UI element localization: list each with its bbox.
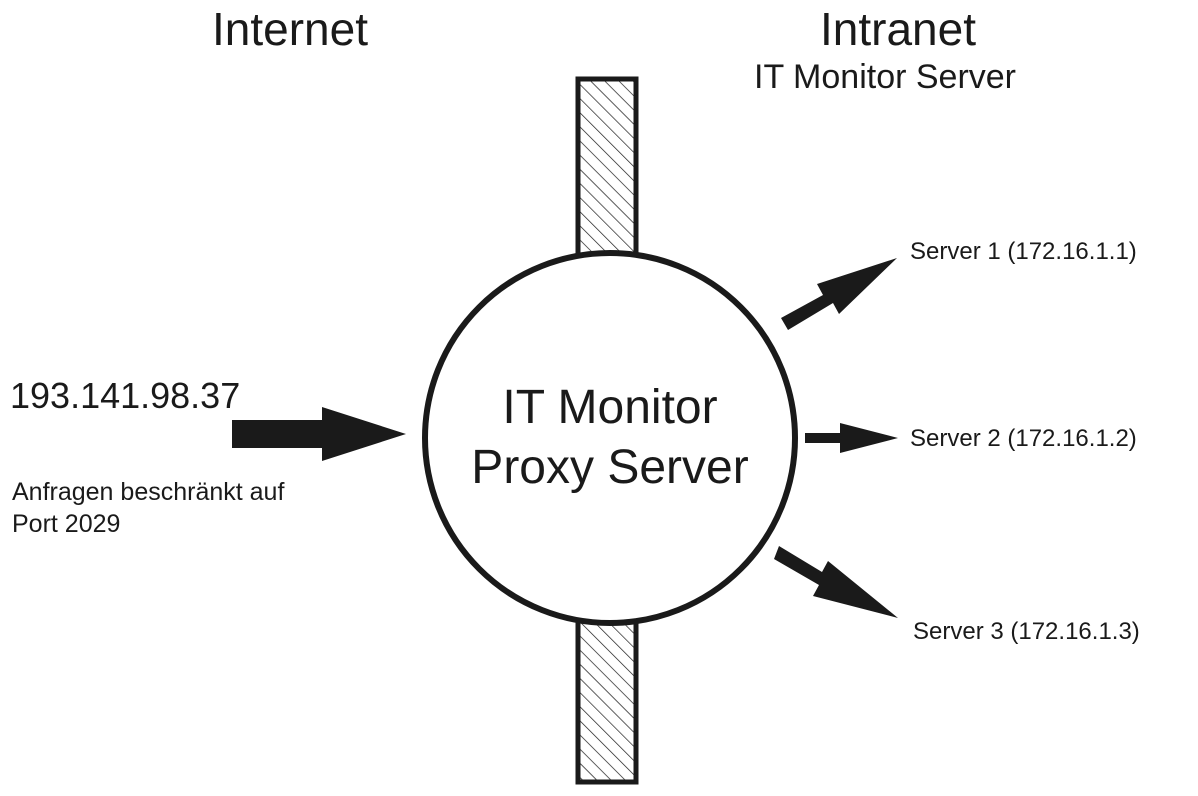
port-restriction-line-1: Anfragen beschränkt auf <box>12 478 285 506</box>
zone-label-intranet: Intranet <box>820 3 976 55</box>
public-ip-label: 193.141.98.37 <box>10 375 241 416</box>
firewall-upper <box>575 76 639 267</box>
arrow-to-server-2 <box>805 423 898 453</box>
zone-label-internet: Internet <box>212 3 368 55</box>
arrow-to-server-1 <box>781 258 897 330</box>
firewall-lower <box>575 597 639 785</box>
server-label-3: Server 3 (172.16.1.3) <box>913 618 1140 645</box>
inbound-arrow <box>232 407 406 461</box>
proxy-server-node <box>422 250 798 626</box>
proxy-label-line-1: IT Monitor <box>502 381 718 434</box>
proxy-label-line-2: Proxy Server <box>471 441 749 494</box>
port-restriction-line-2: Port 2029 <box>12 510 121 538</box>
arrow-to-server-3 <box>774 546 898 618</box>
zone-subtitle-intranet: IT Monitor Server <box>754 58 1017 96</box>
server-label-1: Server 1 (172.16.1.1) <box>910 238 1137 265</box>
server-label-2: Server 2 (172.16.1.2) <box>910 425 1137 452</box>
